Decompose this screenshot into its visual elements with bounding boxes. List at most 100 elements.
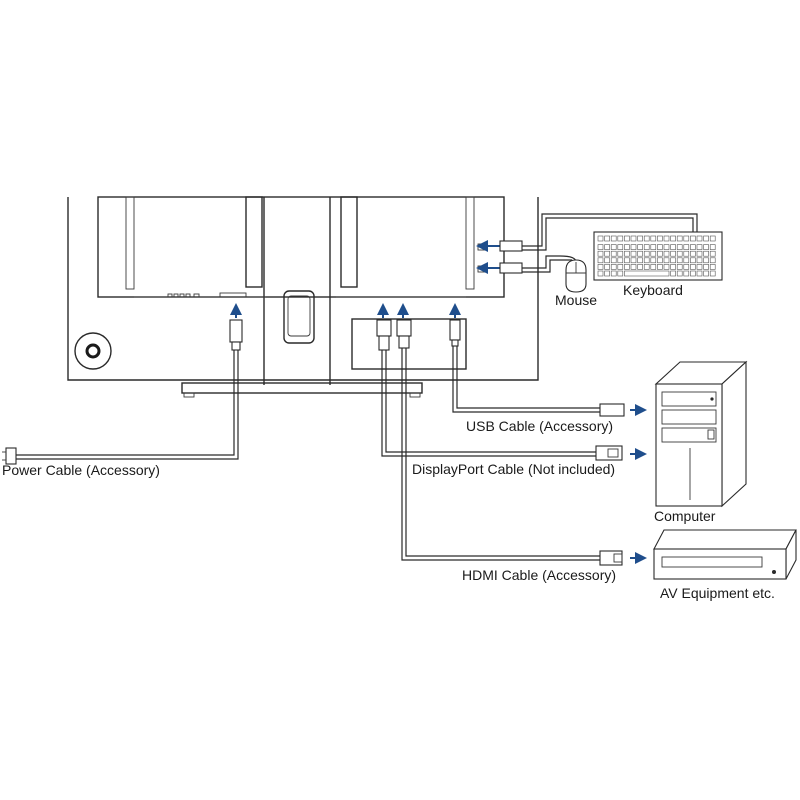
- keyboard-key: [624, 250, 630, 257]
- keyboard-key: [643, 244, 650, 250]
- keyboard-key: [597, 264, 604, 270]
- keyboard-key: [597, 235, 604, 242]
- keyboard-key: [657, 244, 663, 250]
- keyboard-key: [683, 257, 690, 264]
- keyboard-key: [670, 270, 676, 277]
- keyboard-key: [610, 264, 617, 270]
- keyboard-key: [604, 250, 610, 257]
- keyboard-key: [690, 257, 696, 264]
- keyboard-key: [630, 264, 637, 270]
- keyboard-key: [670, 244, 676, 250]
- keyboard-key: [624, 235, 630, 242]
- keyboard-key: [650, 257, 657, 264]
- keyboard-key: [604, 257, 610, 264]
- keyboard-key: [696, 244, 703, 250]
- keyboard-key: [663, 244, 670, 250]
- keyboard-key: [637, 264, 643, 270]
- keyboard-key: [676, 270, 683, 277]
- keyboard-key: [670, 235, 676, 242]
- keyboard-key: [604, 244, 610, 250]
- power-cable-label: Power Cable (Accessory): [2, 462, 160, 478]
- port-arrows: [230, 240, 500, 318]
- keyboard-key: [676, 235, 683, 242]
- keyboard-key: [637, 244, 643, 250]
- usb-cable-label: USB Cable (Accessory): [466, 418, 614, 434]
- keyboard-key: [703, 270, 709, 277]
- keyboard-key: [604, 270, 610, 277]
- keyboard-key: [683, 264, 690, 270]
- keyboard-key: [630, 244, 637, 250]
- keyboard-key: [657, 250, 663, 257]
- keyboard-key: [624, 244, 630, 250]
- keyboard-key: [663, 257, 670, 264]
- keyboard-key: [670, 250, 676, 257]
- keyboard-key: [703, 264, 709, 270]
- keyboard-key: [670, 257, 676, 264]
- keyboard-key: [650, 250, 657, 257]
- keyboard-key: [709, 264, 716, 270]
- keyboard-spacebar: [624, 270, 670, 277]
- keyboard-key: [676, 264, 683, 270]
- keyboard-key: [696, 270, 703, 277]
- keyboard-icon: [593, 231, 723, 281]
- power-knob: [74, 332, 112, 370]
- keyboard-key: [657, 264, 663, 270]
- keyboard-key: [637, 257, 643, 264]
- destination-arrows: [630, 404, 647, 564]
- keyboard-key: [709, 270, 716, 277]
- keyboard-key: [696, 235, 703, 242]
- keyboard-key: [637, 235, 643, 242]
- keyboard-key: [690, 250, 696, 257]
- keyboard-key: [630, 250, 637, 257]
- keyboard-key: [643, 264, 650, 270]
- keyboard-key: [597, 250, 604, 257]
- keyboard-key: [696, 264, 703, 270]
- keyboard-key: [624, 257, 630, 264]
- keyboard-key: [703, 257, 709, 264]
- keyboard-key: [690, 235, 696, 242]
- keyboard-key: [643, 235, 650, 242]
- av-equipment-icon: [653, 529, 797, 580]
- keyboard-key: [690, 244, 696, 250]
- keyboard-key: [610, 250, 617, 257]
- keyboard-key: [657, 257, 663, 264]
- keyboard-key: [696, 257, 703, 264]
- keyboard-key: [709, 235, 716, 242]
- keyboard-key: [617, 244, 624, 250]
- mouse-icon: [565, 259, 587, 293]
- keyboard-key: [643, 257, 650, 264]
- keyboard-key: [696, 250, 703, 257]
- keyboard-key: [617, 264, 624, 270]
- control-buttons: [167, 292, 247, 298]
- keyboard-key: [663, 264, 670, 270]
- keyboard-key: [610, 244, 617, 250]
- keyboard-key: [703, 235, 709, 242]
- keyboard-key: [709, 257, 716, 264]
- keyboard-key: [617, 270, 624, 277]
- keyboard-key: [617, 257, 624, 264]
- keyboard-key: [690, 270, 696, 277]
- keyboard-key: [663, 250, 670, 257]
- keyboard-key: [610, 270, 617, 277]
- hdmi-cable-label: HDMI Cable (Accessory): [462, 567, 617, 583]
- keyboard-key: [624, 264, 630, 270]
- keyboard-key: [630, 257, 637, 264]
- keyboard-key: [676, 257, 683, 264]
- keyboard-key: [650, 264, 657, 270]
- usb-cable: [449, 319, 625, 417]
- keyboard-key: [683, 270, 690, 277]
- keyboard-key: [610, 235, 617, 242]
- keyboard-key: [676, 244, 683, 250]
- keyboard-key: [650, 235, 657, 242]
- monitor-back: [67, 196, 539, 398]
- power-cable: [2, 319, 243, 465]
- keyboard-key: [637, 250, 643, 257]
- displayport-cable-label: DisplayPort Cable (Not included): [412, 461, 616, 477]
- keyboard-key: [643, 250, 650, 257]
- av-equipment-label: AV Equipment etc.: [660, 585, 775, 601]
- keyboard-key: [709, 244, 716, 250]
- computer-icon: [654, 360, 748, 508]
- keyboard-key: [683, 235, 690, 242]
- keyboard-key: [683, 250, 690, 257]
